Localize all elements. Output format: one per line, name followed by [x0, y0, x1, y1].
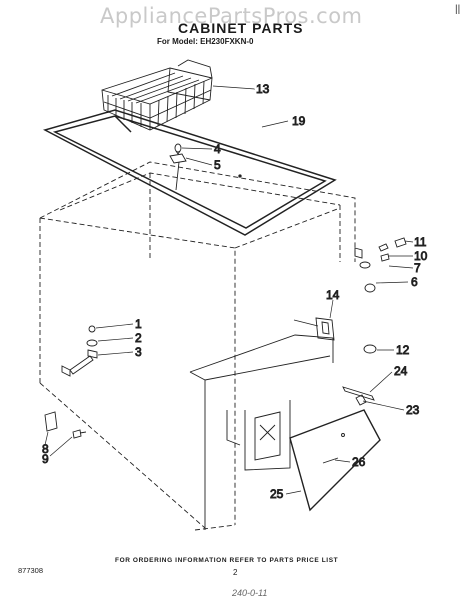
callout-label: 14 [326, 288, 340, 302]
watermark-text: AppliancePartsPros.com [100, 4, 363, 28]
compressor-cover [289, 409, 381, 512]
callout-label: 10 [414, 249, 428, 263]
callout-label: 19 [292, 114, 306, 128]
callout-label: 24 [394, 364, 408, 378]
callout-label: 7 [414, 261, 421, 275]
callout-label: 4 [214, 142, 221, 156]
handwritten-note: 240-0-11 [232, 588, 268, 598]
page-title: CABINET PARTS [178, 20, 304, 36]
callout-label: 13 [256, 82, 270, 96]
compressor-compartment [189, 334, 334, 530]
thermostat-control [293, 317, 335, 341]
callout-label: 8 [42, 442, 49, 456]
callout-label: 23 [406, 403, 420, 417]
callout-label: 26 [352, 455, 366, 469]
document-number: 877308 [18, 566, 44, 575]
callout-label: 2 [135, 331, 142, 345]
callout-leaders [44, 85, 414, 495]
callout-label: 11 [414, 235, 427, 249]
callout-label: 3 [135, 345, 142, 359]
callout-label: 25 [270, 487, 284, 501]
cabinet-body [39, 161, 356, 531]
page-number: 2 [233, 568, 238, 577]
hinge-plate-parts [44, 411, 87, 439]
model-line: For Model: EH230FXKN-0 [157, 37, 254, 46]
corner-mark: || [455, 4, 461, 15]
left-side-parts [61, 325, 98, 377]
callout-label: 9 [42, 452, 49, 466]
callout-label: 5 [214, 158, 221, 172]
interior-light-parts [169, 143, 242, 191]
callout-label: 1 [135, 317, 142, 331]
callout-label: 6 [411, 275, 418, 289]
callout-label: 12 [396, 343, 410, 357]
right-hinge-parts [342, 237, 407, 406]
lid-gasket [42, 109, 337, 236]
ordering-note: FOR ORDERING INFORMATION REFER TO PARTS … [115, 557, 339, 564]
storage-basket [101, 59, 213, 131]
